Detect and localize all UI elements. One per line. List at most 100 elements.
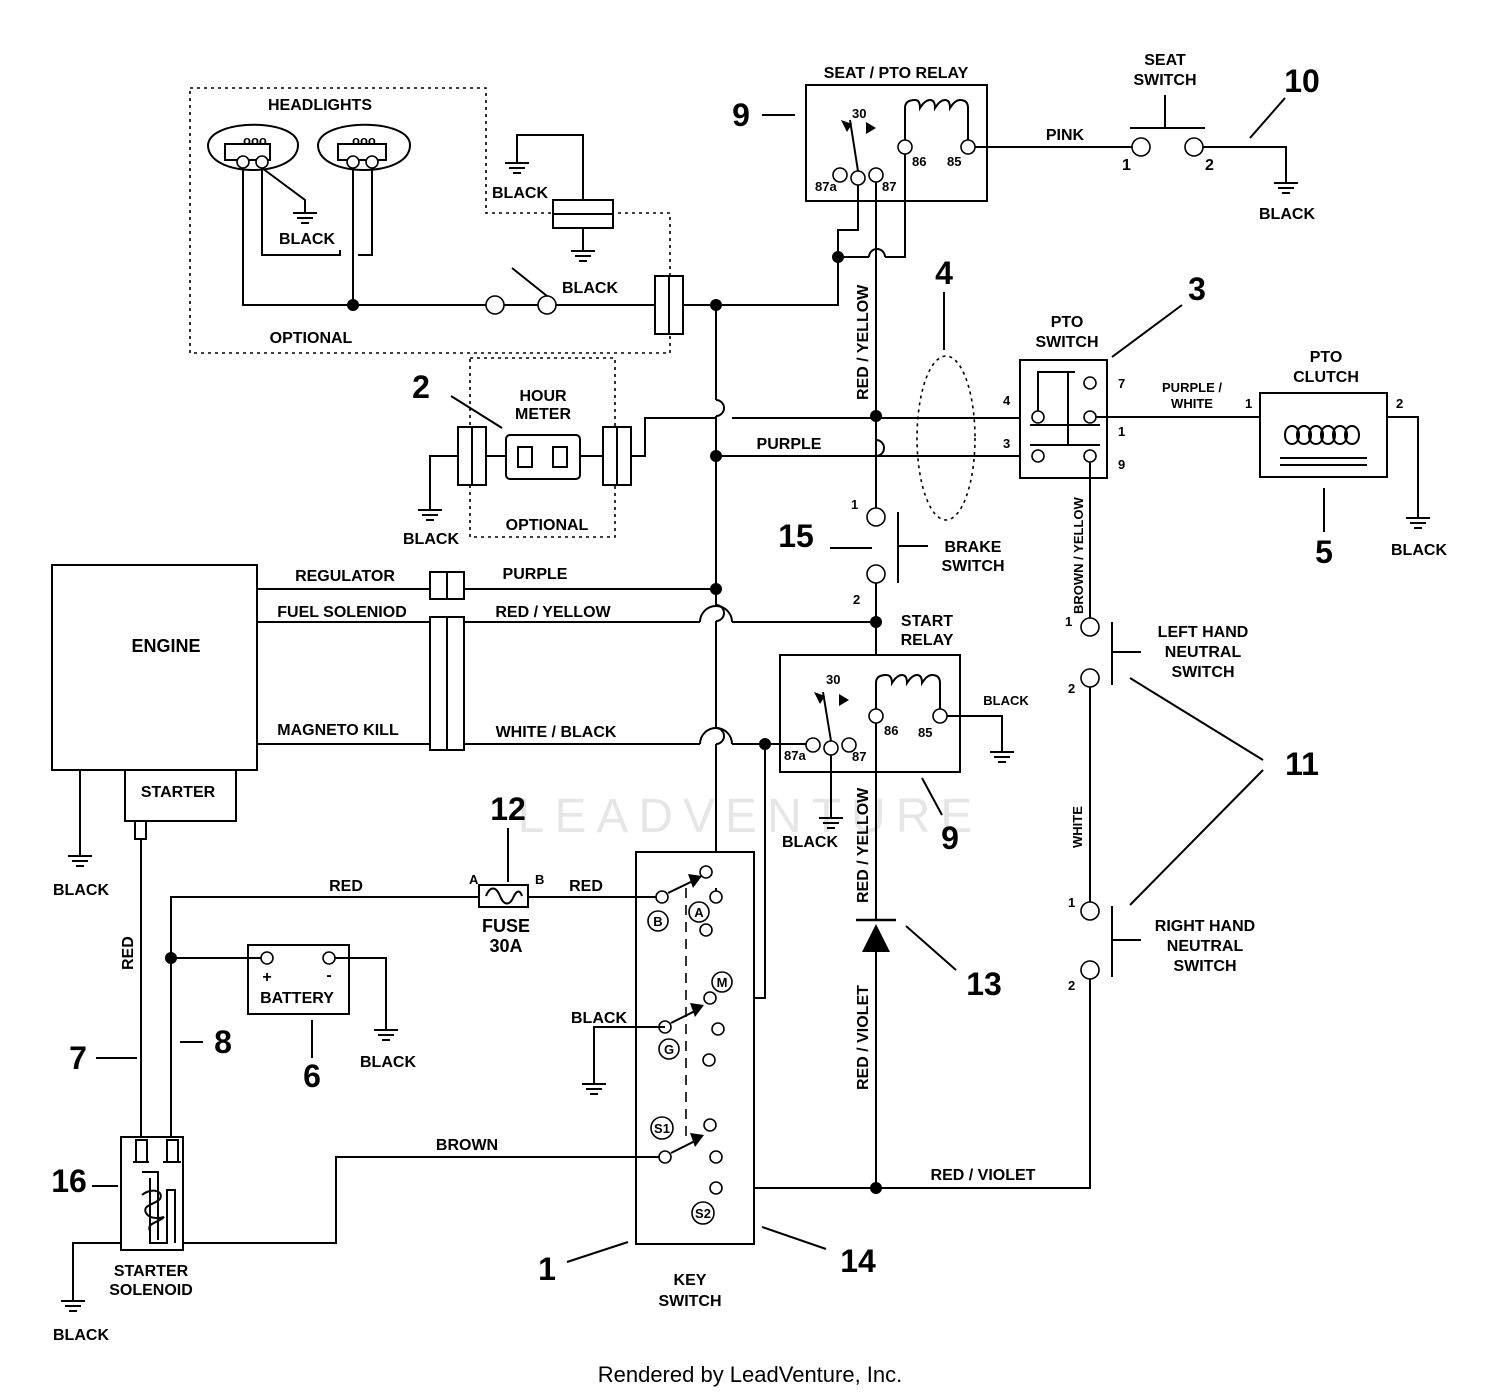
headlight-switch-terminal-1 — [485, 295, 505, 315]
headlight-switch-terminal-2 — [537, 295, 557, 315]
key-term-S2: S2 — [695, 1206, 711, 1221]
callout-6: 6 — [303, 1058, 321, 1094]
start-relay-term-87a: 87a — [784, 748, 806, 763]
wire-brown: BROWN — [436, 1137, 498, 1154]
seat-relay-term-85: 85 — [947, 154, 961, 169]
seat-relay-term-87a: 87a — [815, 179, 837, 194]
callout-7: 7 — [69, 1040, 87, 1076]
wire-red-violet-vertical: RED / VIOLET — [855, 985, 872, 1090]
starter-solenoid-label-2: SOLENOID — [109, 1282, 193, 1299]
pto-clutch-label-1: PTO — [1310, 349, 1343, 366]
starter-solenoid: STARTER SOLENOID — [109, 1136, 193, 1299]
clutch-ground-label: BLACK — [1391, 542, 1447, 559]
starter-solenoid-label-1: STARTER — [114, 1263, 189, 1280]
callout-9-bottom: 9 — [941, 820, 959, 856]
start-relay-label-1: START — [901, 613, 953, 630]
wire-pink: PINK — [1046, 127, 1085, 144]
fuse-label-2: 30A — [489, 936, 522, 956]
starter-label: STARTER — [141, 784, 216, 801]
wire-red-yellow-top: RED / YELLOW — [855, 284, 872, 400]
battery-plus: + — [262, 969, 271, 986]
wire-red-yellow-fuel: RED / YELLOW — [495, 604, 611, 621]
seat-switch-label-1: SEAT — [1144, 52, 1186, 69]
rh-term-1: 1 — [1068, 895, 1075, 910]
callout-3: 3 — [1188, 271, 1206, 307]
lh-label-3: SWITCH — [1171, 664, 1234, 681]
seat-pto-relay: SEAT / PTO RELAY 30 86 85 87a 87 — [805, 65, 988, 202]
wire-white-black: WHITE / BLACK — [496, 724, 617, 741]
key-switch-label-2: SWITCH — [658, 1293, 721, 1310]
rh-label-2: NEUTRAL — [1167, 938, 1244, 955]
callout-2: 2 — [412, 369, 430, 405]
start-relay-term-30: 30 — [826, 672, 840, 687]
start-relay-label-2: RELAY — [901, 632, 954, 649]
wire-purple-top: PURPLE — [757, 436, 822, 453]
wire-red-fuse-key: RED — [569, 878, 603, 895]
wire-red-fuse-battery: RED — [329, 878, 363, 895]
pto-switch-label-2: SWITCH — [1035, 334, 1098, 351]
battery: + - BATTERY — [247, 944, 350, 1015]
solenoid-ground-label: BLACK — [53, 1327, 109, 1344]
optional-label-1: OPTIONAL — [270, 330, 353, 347]
callout-15: 15 — [778, 518, 814, 554]
key-switch-label-1: KEY — [674, 1272, 707, 1289]
key-ground-label: BLACK — [571, 1010, 627, 1027]
wire-red-violet-horizontal: RED / VIOLET — [931, 1167, 1036, 1184]
key-term-S1: S1 — [654, 1121, 670, 1136]
callout-8: 8 — [214, 1024, 232, 1060]
callout-16: 16 — [51, 1163, 87, 1199]
right-hand-neutral-switch: 1 2 RIGHT HAND NEUTRAL SWITCH — [1068, 895, 1255, 993]
seat-relay-term-86: 86 — [912, 154, 926, 169]
wire-red-starter: RED — [120, 936, 137, 970]
seat-switch-term-1: 1 — [1122, 157, 1131, 174]
seat-switch-term-2: 2 — [1205, 157, 1214, 174]
battery-minus: - — [326, 967, 331, 984]
connector-ground-label-1: BLACK — [492, 185, 548, 202]
seat-switch: SEAT SWITCH 1 2 BLACK — [1122, 52, 1315, 223]
diode — [856, 918, 896, 952]
start-relay: START RELAY 30 86 85 87a 87 — [779, 613, 961, 773]
start-relay-term-86: 86 — [884, 723, 898, 738]
rh-term-2: 2 — [1068, 978, 1075, 993]
seat-switch-ground-label: BLACK — [1259, 206, 1315, 223]
fuse-term-A: A — [469, 872, 479, 887]
lh-label-1: LEFT HAND — [1158, 624, 1249, 641]
pto-term-3: 3 — [1003, 436, 1010, 451]
clutch-term-1: 1 — [1245, 396, 1252, 411]
engine: ENGINE STARTER BLACK — [51, 564, 258, 899]
lh-label-2: NEUTRAL — [1165, 644, 1242, 661]
wire-purple-white-2: WHITE — [1171, 396, 1213, 411]
fuse: A B FUSE 30A — [469, 872, 544, 956]
callout-14: 14 — [840, 1243, 876, 1279]
rh-label-1: RIGHT HAND — [1155, 918, 1255, 935]
left-hand-neutral-switch: 1 2 LEFT HAND NEUTRAL SWITCH — [1065, 614, 1248, 696]
engine-ground-label: BLACK — [53, 882, 109, 899]
fuse-term-B: B — [535, 872, 544, 887]
hour-meter-label-2: METER — [515, 406, 571, 423]
key-term-B: B — [653, 914, 662, 929]
lh-term-1: 1 — [1065, 614, 1072, 629]
brake-switch: 1 2 BRAKE SWITCH — [851, 497, 1005, 607]
key-term-M: M — [717, 975, 728, 990]
svg-text:ooo: ooo — [243, 133, 267, 148]
headlights-label: HEADLIGHTS — [268, 97, 372, 114]
headlights-block: HEADLIGHTS ooo ooo BLACK OPTIONAL BLACK … — [189, 87, 730, 354]
pto-switch-label-1: PTO — [1051, 314, 1084, 331]
callout-1: 1 — [538, 1251, 556, 1287]
battery-ground-label: BLACK — [360, 1054, 416, 1071]
seat-relay-term-30: 30 — [852, 106, 866, 121]
wire-purple-regulator: PURPLE — [503, 566, 568, 583]
optional-label-2: OPTIONAL — [506, 517, 589, 534]
pto-clutch: PTO CLUTCH 2 BLACK — [1259, 349, 1447, 559]
footer-credit: Rendered by LeadVenture, Inc. — [598, 1362, 903, 1387]
brake-switch-label-2: SWITCH — [941, 558, 1004, 575]
pto-switch: PTO SWITCH 4 3 7 1 9 — [1003, 314, 1125, 479]
callout-12: 12 — [490, 791, 526, 827]
seat-switch-label-2: SWITCH — [1133, 72, 1196, 89]
hour-meter-ground-label: BLACK — [403, 531, 459, 548]
clutch-term-2: 2 — [1396, 396, 1403, 411]
callout-10: 10 — [1284, 63, 1320, 99]
brake-switch-label-1: BRAKE — [945, 539, 1002, 556]
seat-relay-term-87: 87 — [882, 179, 896, 194]
